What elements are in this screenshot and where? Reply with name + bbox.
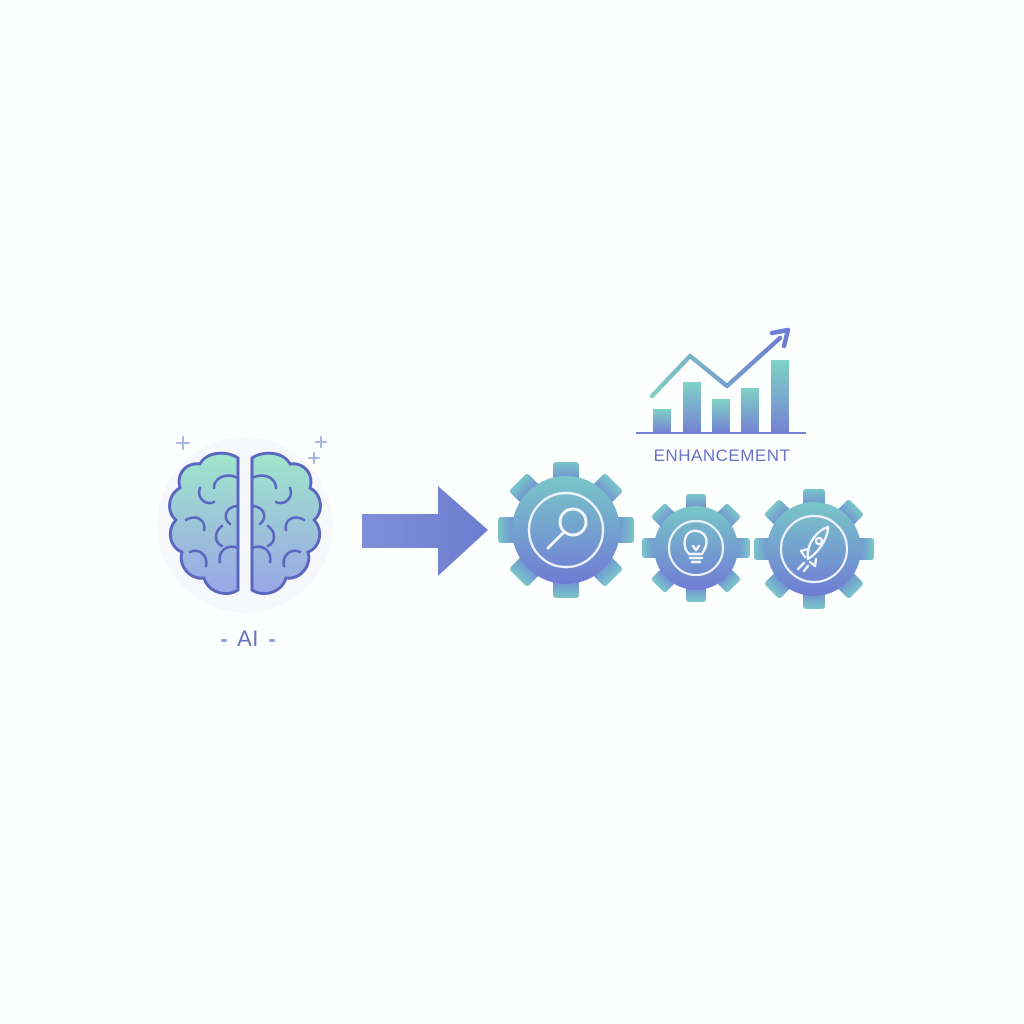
label-dash-left <box>221 638 228 642</box>
sparkle-icon <box>176 436 327 464</box>
gear-lightbulb <box>642 494 750 602</box>
lightbulb-icon <box>683 529 708 564</box>
growth-chart-icon <box>636 327 806 434</box>
gear-magnifier <box>498 462 634 598</box>
enhancement-label: ENHANCEMENT <box>653 446 791 465</box>
magnifying-glass-icon <box>546 507 588 550</box>
ai-label: AI <box>200 626 296 652</box>
ai-label-text: AI <box>237 626 259 651</box>
gear-rocket <box>754 489 874 609</box>
arrow-right-icon <box>362 486 488 576</box>
gear-icon <box>498 462 634 598</box>
label-dash-right <box>268 638 275 642</box>
brain-node <box>157 436 333 613</box>
gear-icon <box>754 489 874 609</box>
brain-icon <box>168 451 322 595</box>
rocket-icon <box>796 525 830 573</box>
